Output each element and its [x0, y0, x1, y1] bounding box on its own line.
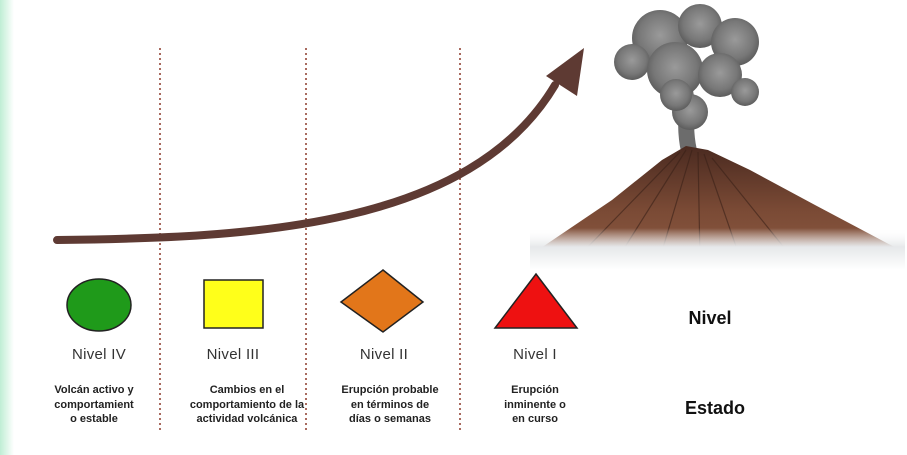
level-4-circle: [66, 278, 132, 332]
state-row-label: Estado: [684, 398, 745, 418]
level-2-name: Nivel II: [359, 346, 409, 363]
cloud-base: [530, 228, 905, 270]
level-4-description: Volcán activo y comportamient o estable: [54, 384, 134, 425]
level-1-triangle: [493, 272, 579, 329]
level-3-square: [203, 279, 264, 329]
level-symbols: [66, 269, 579, 333]
level-2-diamond: [339, 269, 425, 333]
level-1-name: Nivel I: [513, 346, 557, 363]
decorative-edge: [0, 0, 14, 455]
ash-plume: [614, 4, 759, 163]
level-4-name: Nivel IV: [71, 346, 127, 363]
level-3-name: Nivel III: [206, 346, 260, 363]
level-1-description: Erupción inminente o en curso: [504, 384, 566, 425]
level-2-description: Erupción probable en términos de días o …: [341, 384, 439, 425]
level-3-description: Cambios en el comportamiento de la activ…: [189, 384, 305, 425]
volcano-image: [530, 4, 905, 270]
level-row-label: Nivel: [688, 308, 732, 328]
progress-arrow: [53, 48, 584, 244]
